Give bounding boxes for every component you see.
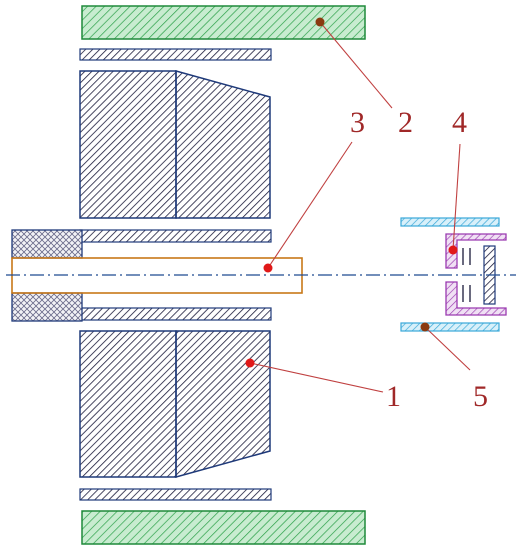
callout-label-4: 4 xyxy=(452,106,467,139)
pole-block-lower-right xyxy=(175,330,271,478)
marker-part-3 xyxy=(263,263,273,273)
pole-block-upper-left xyxy=(79,70,177,219)
marker-part-4 xyxy=(448,245,458,255)
pole-block-upper-right xyxy=(175,70,271,219)
collector-top xyxy=(400,217,500,227)
callout-label-3: 3 xyxy=(350,106,365,139)
marker-part-2 xyxy=(315,17,325,27)
inner-plate-top xyxy=(79,229,272,243)
collector-bottom xyxy=(400,322,500,332)
callout-label-2: 2 xyxy=(398,106,413,139)
insulator-top xyxy=(11,229,83,259)
shield-bottom xyxy=(79,488,272,501)
electrode-grid xyxy=(462,248,471,302)
shield-top xyxy=(79,48,272,61)
callout-label-1: 1 xyxy=(386,380,401,413)
marker-part-5 xyxy=(420,322,430,332)
electrode-cup xyxy=(445,233,507,316)
callout-label-5: 5 xyxy=(473,380,488,413)
leader-lines xyxy=(249,21,471,393)
marker-part-1 xyxy=(245,358,255,368)
pole-block-lower-left xyxy=(79,330,177,478)
insulator-bottom xyxy=(11,292,83,322)
magnet-bottom xyxy=(81,510,366,545)
inner-plate-bottom xyxy=(79,307,272,321)
